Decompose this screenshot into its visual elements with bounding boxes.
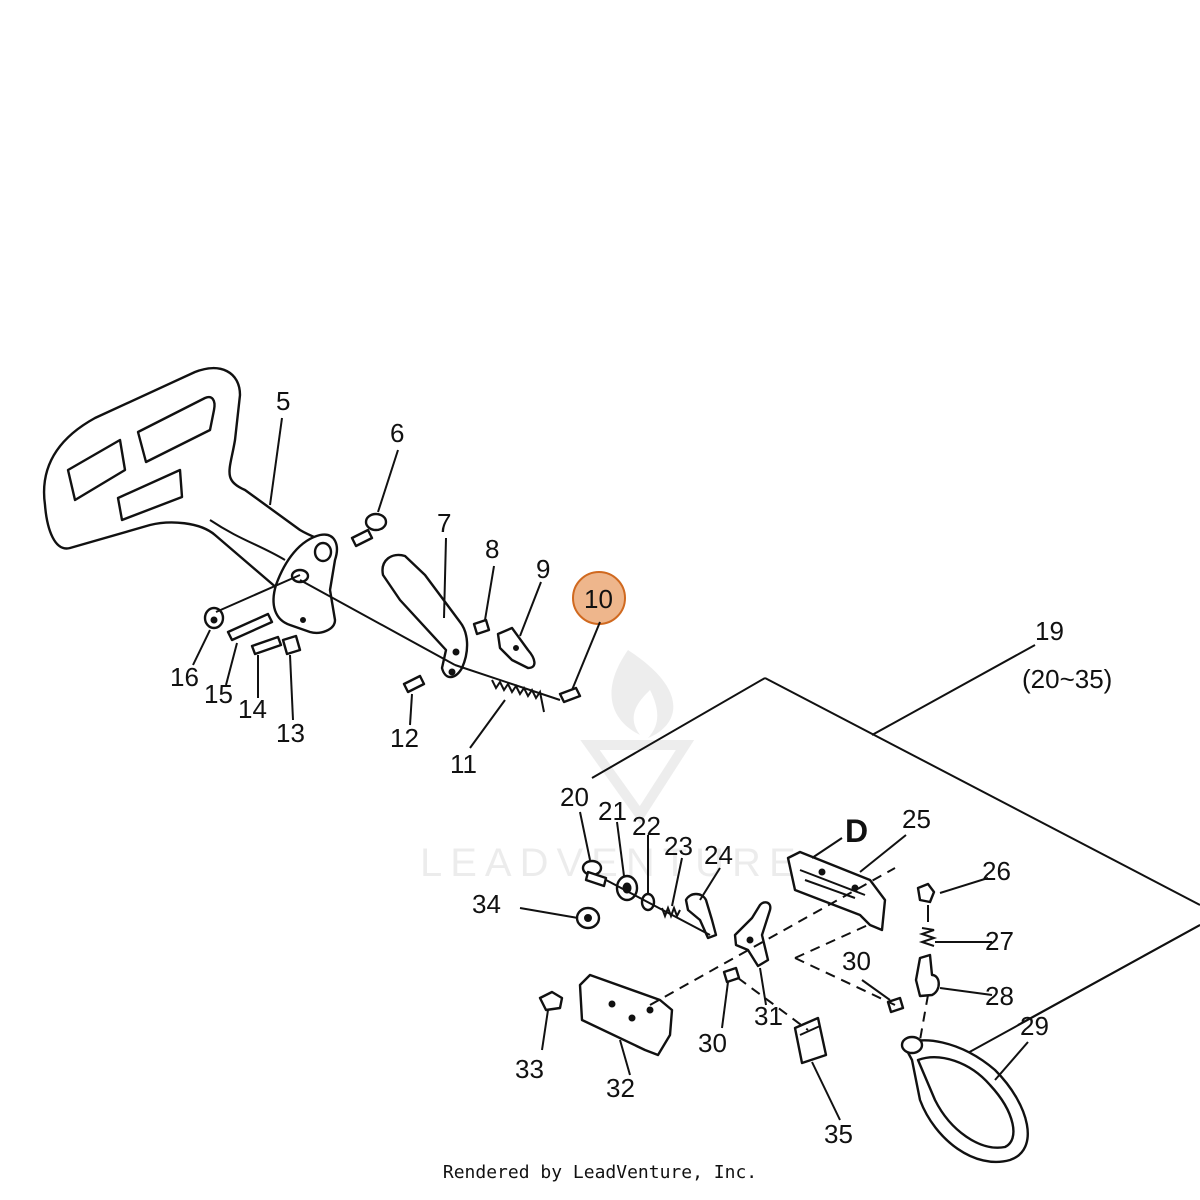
callout-13[interactable]: 13 [276, 718, 305, 748]
callout-19-range: (20~35) [1022, 664, 1112, 694]
callout-5[interactable]: 5 [276, 386, 290, 416]
callout-28[interactable]: 28 [985, 981, 1014, 1011]
callout-labels: 5 6 7 8 9 10 11 12 13 14 15 16 19 (20~35… [170, 386, 1112, 1149]
callout-30-left[interactable]: 30 [698, 1028, 727, 1058]
callout-20[interactable]: 20 [560, 782, 589, 812]
section-label-d: D [845, 813, 868, 849]
part-9-latch[interactable] [496, 626, 536, 670]
part-5-hand-guard[interactable] [42, 367, 333, 602]
callout-23[interactable]: 23 [664, 831, 693, 861]
part-11-spring[interactable] [491, 679, 545, 713]
callout-8[interactable]: 8 [485, 534, 499, 564]
callout-7[interactable]: 7 [437, 508, 451, 538]
part-15-pin[interactable] [226, 612, 274, 642]
callout-29[interactable]: 29 [1020, 1011, 1049, 1041]
watermark: LEADVENTURE [420, 650, 804, 885]
part-23-spring[interactable] [661, 905, 681, 919]
part-30-pin-a[interactable] [722, 966, 741, 984]
callout-19[interactable]: 19 [1035, 616, 1064, 646]
callout-9[interactable]: 9 [536, 554, 550, 584]
part-34-washer[interactable] [575, 906, 601, 930]
part-28-link[interactable] [914, 953, 940, 998]
callout-30-right[interactable]: 30 [842, 946, 871, 976]
callout-14[interactable]: 14 [238, 694, 267, 724]
assembly-axis-line [215, 574, 561, 701]
assembly-19-bracket [591, 644, 1200, 1061]
watermark-text: LEADVENTURE [420, 841, 804, 885]
part-6-bolt[interactable] [350, 512, 388, 548]
callout-24[interactable]: 24 [704, 840, 733, 870]
part-32-plate[interactable] [578, 973, 674, 1057]
watermark-v-icon [580, 740, 695, 824]
part-7-lever[interactable] [381, 553, 469, 679]
part-20-bolt[interactable] [581, 859, 608, 888]
part-13-bushing[interactable] [281, 634, 302, 656]
part-31-lever[interactable] [733, 901, 772, 968]
callout-6[interactable]: 6 [390, 418, 404, 448]
part-14-pin[interactable] [250, 635, 283, 656]
callout-22[interactable]: 22 [632, 811, 661, 841]
callout-32[interactable]: 32 [606, 1073, 635, 1103]
callout-31[interactable]: 31 [754, 1001, 783, 1031]
callout-10[interactable]: 10 [584, 584, 613, 614]
callout-27[interactable]: 27 [985, 926, 1014, 956]
assembly-axis-lower [605, 867, 929, 1041]
callout-34[interactable]: 34 [472, 889, 501, 919]
callout-16[interactable]: 16 [170, 662, 199, 692]
callout-21[interactable]: 21 [598, 796, 627, 826]
callout-33[interactable]: 33 [515, 1054, 544, 1084]
leader-lines-upper [192, 417, 601, 749]
part-27-spring[interactable] [918, 905, 938, 947]
callout-15[interactable]: 15 [204, 679, 233, 709]
footer-credit: Rendered by LeadVenture, Inc. [442, 1162, 758, 1183]
callout-26[interactable]: 26 [982, 856, 1011, 886]
part-16-washer[interactable] [203, 606, 225, 630]
part-35-pad[interactable] [793, 1016, 828, 1065]
part-33-bolt[interactable] [538, 990, 564, 1012]
part-26-nut[interactable] [916, 882, 936, 904]
callout-12[interactable]: 12 [390, 723, 419, 753]
callout-25[interactable]: 25 [902, 804, 931, 834]
part-8-pin[interactable] [472, 618, 491, 636]
callout-35[interactable]: 35 [824, 1119, 853, 1149]
part-30-pin-b[interactable] [886, 996, 905, 1014]
watermark-flame-icon [611, 650, 674, 738]
part-12-pin[interactable] [402, 674, 426, 694]
part-29-brake-band[interactable] [900, 1035, 1029, 1164]
leader-lines-lower [519, 811, 1029, 1121]
callout-11[interactable]: 11 [450, 749, 477, 779]
part-24-lever[interactable] [684, 892, 718, 940]
part-10-pin[interactable] [558, 686, 582, 704]
